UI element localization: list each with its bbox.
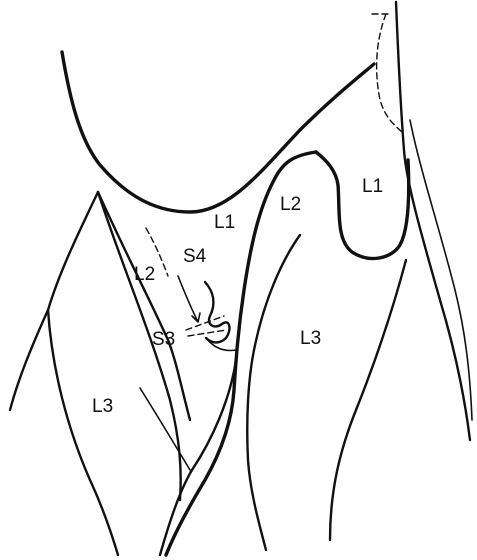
l3-right-boundary bbox=[330, 260, 406, 540]
left-l3-boundary bbox=[48, 310, 118, 555]
s4-arrow bbox=[178, 276, 200, 322]
label-s4: S4 bbox=[183, 246, 207, 267]
label-l2-left: L2 bbox=[134, 264, 155, 285]
label-l1-center: L1 bbox=[214, 212, 235, 233]
inner-thigh-line bbox=[247, 235, 300, 550]
genital-curve bbox=[206, 338, 236, 351]
perineal-line-a bbox=[98, 192, 190, 420]
l1-right-boundary bbox=[316, 152, 409, 258]
perineal-line-c bbox=[140, 388, 190, 470]
label-l2-center: L2 bbox=[280, 194, 301, 215]
left-leg-outer bbox=[10, 192, 98, 410]
label-l3-right: L3 bbox=[300, 328, 321, 349]
groin-curve bbox=[62, 52, 374, 212]
label-l1-right: L1 bbox=[362, 176, 383, 197]
label-s3: S3 bbox=[152, 329, 175, 350]
perineal-line-b bbox=[160, 360, 236, 555]
label-l3-left: L3 bbox=[92, 396, 113, 417]
right-flank-line bbox=[410, 120, 472, 420]
